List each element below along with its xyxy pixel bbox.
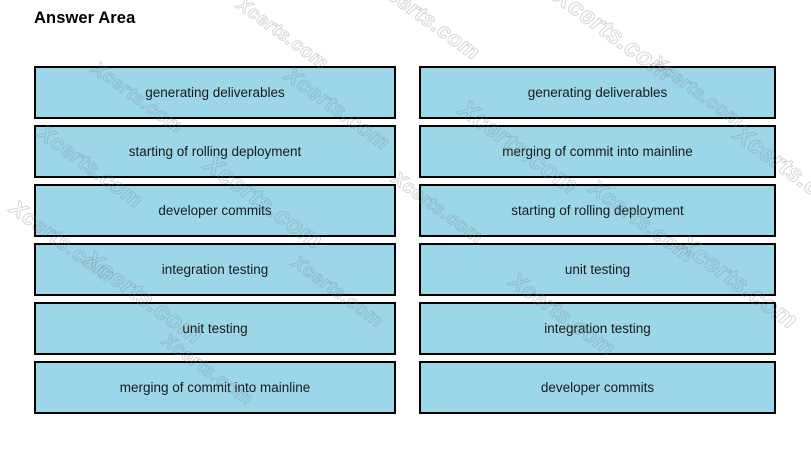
list-item-label: starting of rolling deployment: [511, 202, 684, 218]
list-item-label: unit testing: [182, 320, 248, 336]
source-options-column: generating deliverables starting of roll…: [34, 66, 396, 414]
list-item-label: integration testing: [161, 261, 269, 277]
list-item-label: integration testing: [544, 320, 651, 336]
watermark-text: Xcerts.com: [370, 0, 486, 65]
list-item[interactable]: generating deliverables: [419, 66, 776, 119]
list-item[interactable]: merging of commit into mainline: [419, 125, 776, 178]
watermark-text: Xcerts.com: [232, 0, 332, 75]
list-item[interactable]: unit testing: [34, 302, 396, 355]
list-item-label: merging of commit into mainline: [119, 379, 311, 395]
list-item-label: generating deliverables: [527, 84, 668, 100]
list-item-label: generating deliverables: [145, 84, 285, 100]
list-item[interactable]: starting of rolling deployment: [419, 184, 776, 237]
list-item[interactable]: generating deliverables: [34, 66, 396, 119]
list-item[interactable]: integration testing: [419, 302, 776, 355]
list-item[interactable]: integration testing: [34, 243, 396, 296]
list-item-label: developer commits: [540, 379, 655, 395]
list-item-label: merging of commit into mainline: [502, 143, 693, 159]
list-item[interactable]: developer commits: [419, 361, 776, 414]
list-item[interactable]: starting of rolling deployment: [34, 125, 396, 178]
list-item-label: unit testing: [564, 261, 631, 277]
list-item-label: developer commits: [158, 202, 272, 218]
list-item[interactable]: unit testing: [419, 243, 776, 296]
list-item[interactable]: developer commits: [34, 184, 396, 237]
page-title: Answer Area: [34, 9, 136, 27]
list-item-label: starting of rolling deployment: [128, 143, 302, 159]
list-item[interactable]: merging of commit into mainline: [34, 361, 396, 414]
answer-ordered-column: generating deliverables merging of commi…: [419, 66, 776, 414]
